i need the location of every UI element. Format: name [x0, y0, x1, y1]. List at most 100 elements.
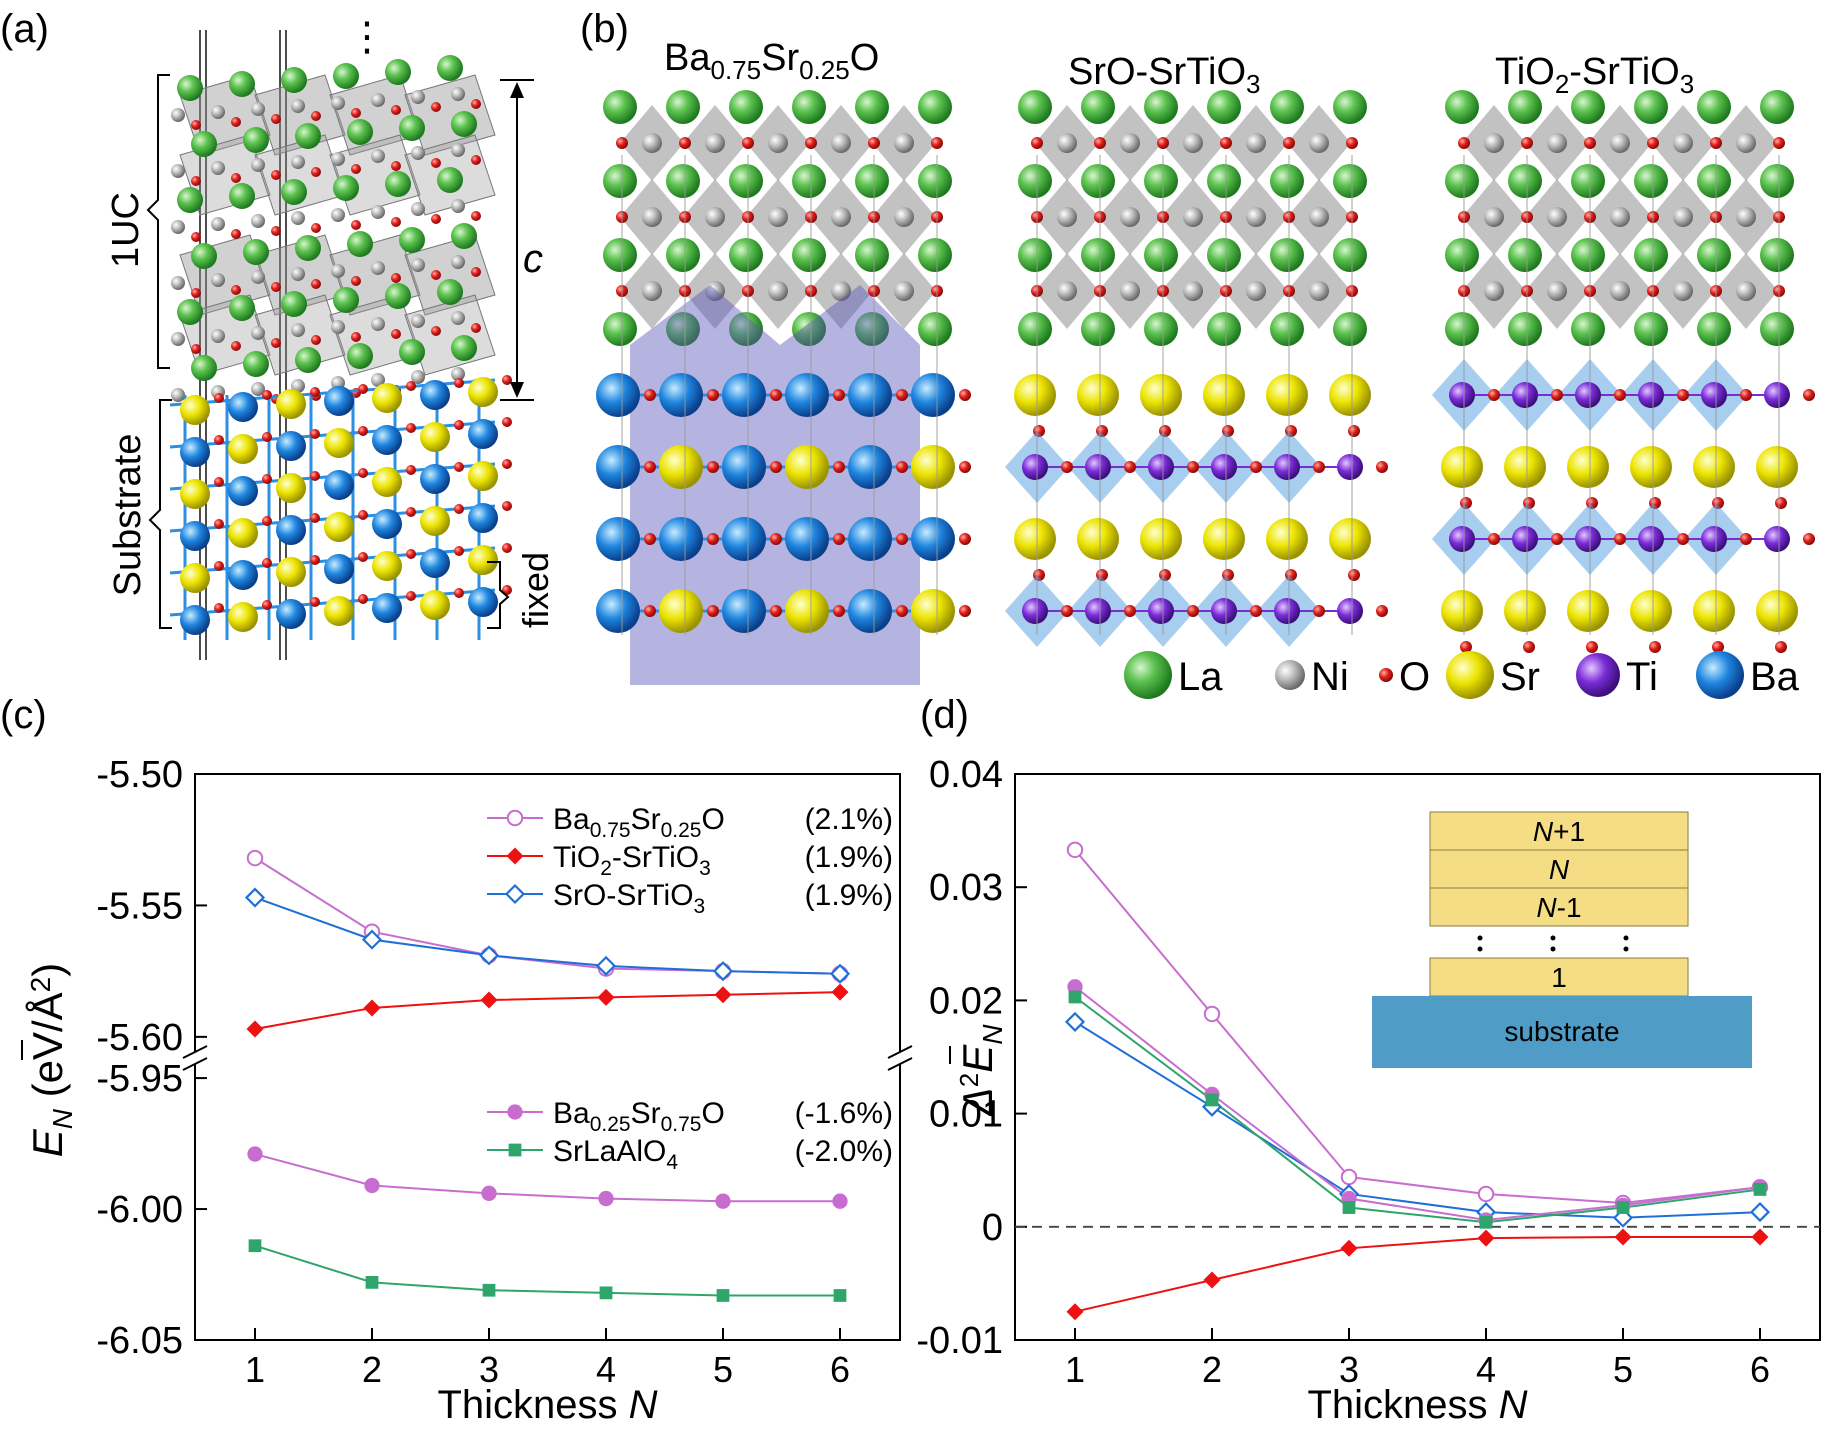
data-point — [715, 1193, 731, 1209]
fixed-label: fixed — [515, 552, 556, 628]
o-atom — [931, 137, 943, 149]
y-tick-label: -6.05 — [96, 1320, 183, 1362]
axis-break-slash — [887, 1057, 913, 1071]
ni-atom — [1183, 281, 1203, 301]
o-atom — [1348, 569, 1360, 581]
x-axis-title-text: Thickness — [1307, 1383, 1498, 1427]
x-tick-label: 2 — [1202, 1349, 1222, 1390]
legend-percent: (-2.0%) — [795, 1135, 893, 1168]
o-atom — [214, 477, 224, 487]
la-atom — [437, 279, 463, 305]
x-axis-title: Thickness N — [437, 1383, 657, 1427]
o-atom — [770, 389, 782, 401]
data-point — [365, 1276, 379, 1289]
ba-atom — [722, 517, 766, 561]
ni-atom — [211, 217, 225, 231]
structure-title-sro: SrO-SrTiO3 — [1068, 51, 1260, 99]
o-atom — [1061, 605, 1073, 617]
c-arrow-head-top — [510, 82, 524, 98]
la-atom — [729, 90, 763, 124]
la-atom — [177, 187, 203, 213]
ti-atom — [1211, 598, 1237, 624]
la-atom — [1445, 312, 1479, 346]
data-point — [482, 1283, 496, 1297]
ba-atom — [785, 517, 829, 561]
legend-text-part: 0.75 — [661, 1113, 702, 1136]
sr-atom — [1329, 374, 1371, 416]
o-atom — [1775, 497, 1787, 509]
la-atom — [1445, 238, 1479, 272]
sr-atom — [1441, 590, 1483, 632]
o-atom — [351, 332, 361, 342]
ba-atom — [722, 589, 766, 633]
data-point — [246, 849, 264, 867]
ni-atom — [1547, 133, 1567, 153]
sr-atom — [180, 479, 210, 509]
sr-atom — [180, 563, 210, 593]
o-atom — [1283, 137, 1295, 149]
panel-b-label: (b) — [580, 7, 629, 51]
ni-atom — [171, 220, 185, 234]
la-atom — [1697, 312, 1731, 346]
la-atom — [855, 90, 889, 124]
ti-atom — [1764, 526, 1790, 552]
ni-atom — [1736, 281, 1756, 301]
data-point — [833, 1289, 847, 1302]
o-atom — [896, 533, 908, 545]
ni-atom — [171, 108, 185, 122]
data-point — [363, 999, 381, 1017]
o-atom — [191, 176, 201, 186]
o-atom — [1346, 137, 1358, 149]
o-atom — [454, 420, 464, 430]
ellipsis-dots: ⋮ — [347, 15, 387, 59]
la-atom — [1760, 164, 1794, 198]
o-atom — [1521, 137, 1533, 149]
x-tick-label: 4 — [1476, 1349, 1496, 1390]
y-tick-label: -5.95 — [96, 1058, 183, 1100]
ba-atom — [324, 470, 354, 500]
ti-atom — [1576, 653, 1620, 697]
o-atom — [1313, 461, 1325, 473]
la-atom — [1270, 238, 1304, 272]
legend-percent: (2.1%) — [805, 803, 893, 836]
ni-atom — [211, 273, 225, 287]
ti-atom — [1211, 454, 1237, 480]
ni-atom — [171, 332, 185, 346]
legend-text-part: 0.25 — [590, 1113, 631, 1136]
la-atom — [1207, 238, 1241, 272]
ba-atom — [372, 593, 402, 623]
la-atom — [1270, 90, 1304, 124]
legend-text-part: TiO — [553, 841, 600, 874]
sr-atom — [228, 518, 258, 548]
o-atom — [262, 390, 272, 400]
ni-atom — [1736, 133, 1756, 153]
legend-percent: (1.9%) — [805, 879, 893, 912]
ba-atom — [468, 419, 498, 449]
o-atom — [391, 217, 401, 227]
sr-atom — [468, 545, 498, 575]
la-atom — [1270, 164, 1304, 198]
o-atom — [1250, 605, 1262, 617]
inset-layer-label-rest: -1 — [1557, 892, 1582, 923]
ni-atom — [1610, 133, 1630, 153]
ni-atom — [894, 133, 914, 153]
ni-atom — [1673, 133, 1693, 153]
la-atom — [729, 164, 763, 198]
x-tick-label: 5 — [1613, 1349, 1633, 1390]
o-atom — [616, 137, 628, 149]
data-point — [595, 955, 617, 976]
legend-entry: TiO2-SrTiO3 — [553, 841, 711, 880]
sr-atom — [420, 506, 450, 536]
ni-atom — [642, 281, 662, 301]
data-point — [361, 929, 383, 950]
o-atom — [262, 516, 272, 526]
ni-atom — [894, 281, 914, 301]
ba-atom — [324, 554, 354, 584]
sr-atom — [785, 445, 829, 489]
ni-atom — [1484, 133, 1504, 153]
sr-atom — [324, 512, 354, 542]
ni-atom — [411, 146, 425, 160]
inset-ellipsis-dot — [1623, 946, 1629, 952]
